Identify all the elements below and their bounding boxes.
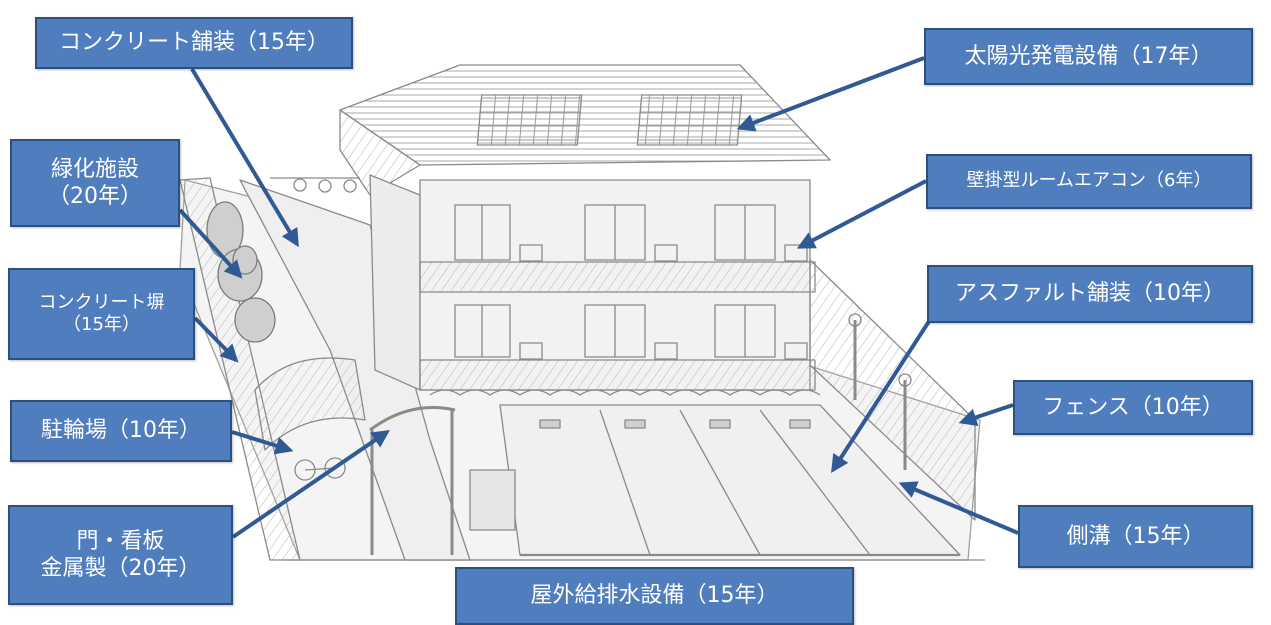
label-fence: フェンス（10年） — [1013, 380, 1253, 435]
label-gate-line2: 金属製（20年） — [40, 556, 201, 581]
label-gate: 門・看板 金属製（20年） — [8, 505, 233, 605]
label-gutter: 側溝（15年） — [1018, 505, 1253, 568]
label-bicycle: 駐輪場（10年） — [10, 400, 232, 462]
label-asphalt: アスファルト舗装（10年） — [927, 265, 1253, 323]
label-greening-line1: 緑化施設 — [50, 156, 139, 182]
label-water-text: 屋外給排水設備（15年） — [530, 583, 779, 609]
label-aircon: 壁掛型ルームエアコン（6年） — [926, 154, 1252, 209]
label-concrete-paving-text: コンクリート舗装（15年） — [59, 30, 329, 56]
label-fence-text: フェンス（10年） — [1042, 394, 1224, 420]
label-solar: 太陽光発電設備（17年） — [924, 28, 1253, 85]
label-asphalt-text: アスファルト舗装（10年） — [955, 281, 1225, 307]
label-wall: コンクリート塀 （15年） — [8, 268, 195, 360]
label-gutter-text: 側溝（15年） — [1066, 523, 1205, 549]
label-concrete-paving: コンクリート舗装（15年） — [35, 17, 353, 69]
label-solar-text: 太陽光発電設備（17年） — [964, 43, 1213, 69]
label-water: 屋外給排水設備（15年） — [455, 567, 854, 625]
label-aircon-text: 壁掛型ルームエアコン（6年） — [966, 170, 1212, 192]
label-greening: 緑化施設 （20年） — [10, 139, 180, 227]
label-bicycle-text: 駐輪場（10年） — [41, 418, 201, 444]
label-wall-line2: （15年） — [63, 314, 140, 335]
label-gate-line1: 門・看板 — [76, 528, 165, 554]
label-greening-line2: （20年） — [48, 184, 142, 209]
label-wall-line1: コンクリート塀 — [38, 291, 165, 313]
